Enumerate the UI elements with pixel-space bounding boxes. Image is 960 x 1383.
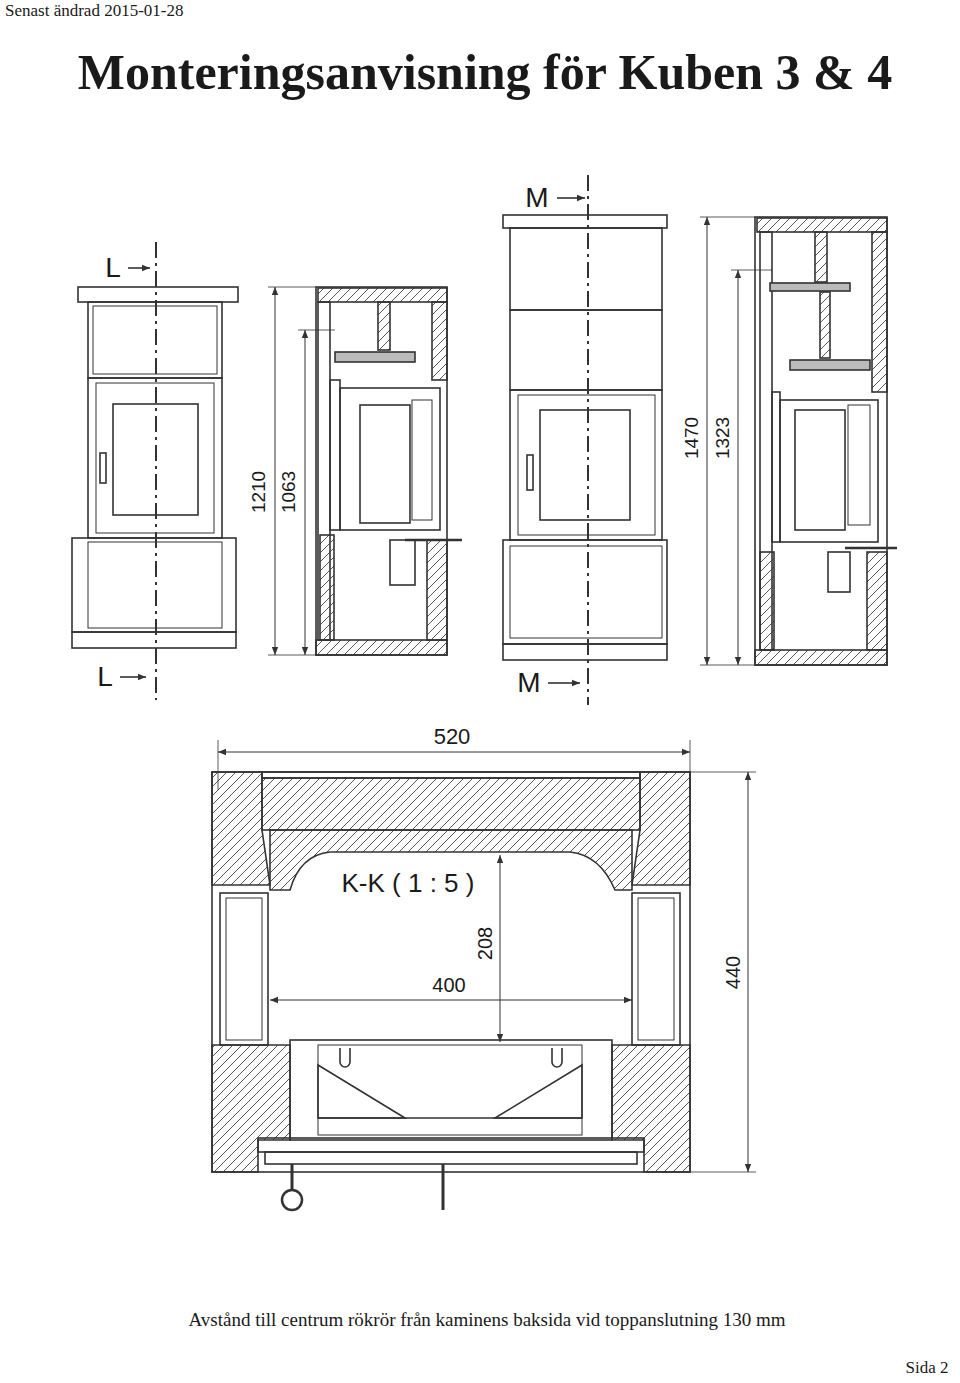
dimension-label: 1210 [249,469,269,515]
front-view [503,175,667,705]
section-mark: L [95,662,115,691]
section-title: K-K ( 1 : 5 ) [340,870,477,897]
dimension-label: 208 [476,924,497,961]
section-mark: M [523,183,550,212]
section-kk [212,740,756,1210]
date-note: Senast ändrad 2015-01-28 [3,2,185,20]
side-section [700,217,897,665]
front-view [72,242,238,700]
page-number: Sida 2 [904,1359,951,1377]
dimension-label: 400 [430,975,467,996]
dimension-label: 1063 [279,469,299,515]
dimension-label: 520 [432,725,473,748]
side-section [268,287,462,655]
section-mark: M [515,668,542,697]
dimension-label: 1470 [682,415,702,461]
page-title: Monteringsanvisning för Kuben 3 & 4 [78,46,892,99]
section-mark: L [103,253,123,282]
dimension-label: 440 [724,953,745,990]
caption: Avstånd till centrum rökrör från kaminen… [189,1310,786,1330]
dimension-label: 1323 [713,415,733,461]
